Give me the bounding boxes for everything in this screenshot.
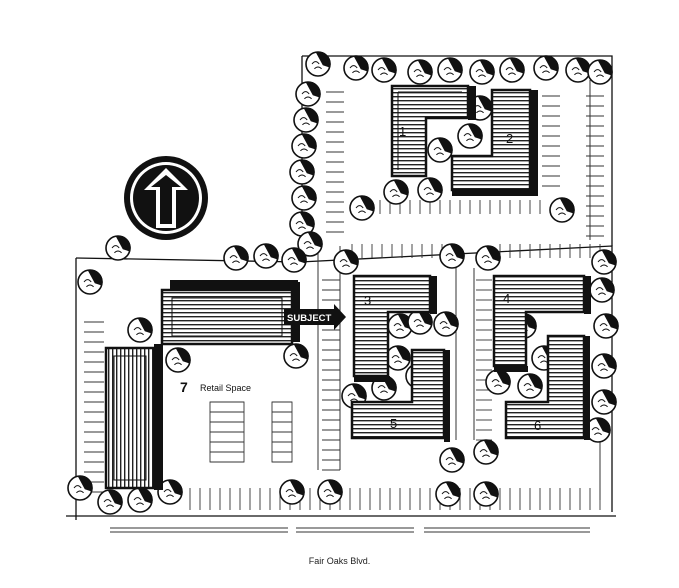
tree-icon	[417, 177, 443, 203]
building-label: 2	[506, 131, 513, 146]
tree-icon	[591, 249, 617, 275]
tree-icon	[593, 313, 619, 339]
tree-icon	[165, 347, 191, 373]
tree-icon	[289, 159, 315, 185]
tree-icon	[291, 133, 317, 159]
tree-icon	[157, 479, 183, 505]
tree-icon	[317, 479, 343, 505]
subject-label: SUBJECT	[287, 313, 332, 324]
tree-icon	[127, 317, 153, 343]
curb-lines	[110, 80, 601, 533]
tree-icon	[283, 343, 309, 369]
tree-icon	[427, 137, 453, 163]
tree-icon	[349, 195, 375, 221]
tree-icon	[475, 245, 501, 271]
tree-icon	[371, 57, 397, 83]
tree-icon	[585, 417, 611, 443]
tree-icon	[517, 373, 543, 399]
north-arrow-icon	[124, 156, 208, 240]
tree-icon	[473, 481, 499, 507]
retail-space-label: Retail Space	[200, 383, 251, 393]
tree-icon	[279, 479, 305, 505]
tree-icon	[433, 311, 459, 337]
parking-bay	[271, 401, 293, 463]
tree-icon	[333, 249, 359, 275]
parking-bay	[209, 401, 245, 463]
tree-icon	[587, 59, 613, 85]
subject-building	[160, 280, 300, 346]
tree-icon	[293, 107, 319, 133]
tree-icon	[439, 447, 465, 473]
tree-icon	[589, 277, 615, 303]
tree-icon	[77, 269, 103, 295]
building-label: 6	[534, 418, 541, 433]
tree-icon	[591, 353, 617, 379]
building-5: 5	[350, 348, 450, 442]
tree-icon	[407, 59, 433, 85]
building-label: 1	[399, 124, 406, 139]
tree-icon	[105, 235, 131, 261]
tree-icon	[435, 481, 461, 507]
building-4: 4	[492, 274, 591, 372]
subject-arrow: SUBJECT	[284, 304, 346, 330]
tree-icon	[223, 245, 249, 271]
tree-icon	[485, 369, 511, 395]
tree-icon	[457, 123, 483, 149]
tree-icon	[281, 247, 307, 273]
building-label: 5	[390, 416, 397, 431]
tree-icon	[565, 57, 591, 83]
tree-icon	[385, 345, 411, 371]
building-7	[104, 344, 163, 490]
tree-icon	[295, 81, 321, 107]
tree-icon	[343, 55, 369, 81]
tree-icon	[305, 51, 331, 77]
tree-icon	[439, 243, 465, 269]
tree-icon	[533, 55, 559, 81]
tree-icon	[469, 59, 495, 85]
tree-icon	[383, 179, 409, 205]
tree-icon	[297, 231, 323, 257]
tree-icon	[407, 309, 433, 335]
tree-icon	[291, 185, 317, 211]
building-1: 1	[390, 84, 476, 178]
parking-stalls	[84, 91, 604, 510]
tree-icon	[127, 487, 153, 513]
building-6: 6	[504, 334, 590, 440]
building-label: 4	[503, 291, 510, 306]
tree-icon	[437, 57, 463, 83]
tree-icon	[97, 489, 123, 515]
tree-icon	[549, 197, 575, 223]
building-2: 2	[450, 88, 538, 196]
building-7-label: 7	[180, 379, 188, 395]
building-label: 3	[364, 293, 371, 308]
building-3: 3	[352, 274, 437, 382]
street-label: Fair Oaks Blvd.	[308, 556, 371, 566]
tree-icon	[473, 439, 499, 465]
tree-icon	[591, 389, 617, 415]
tree-icon	[499, 57, 525, 83]
tree-icon	[67, 475, 93, 501]
tree-icon	[253, 243, 279, 269]
